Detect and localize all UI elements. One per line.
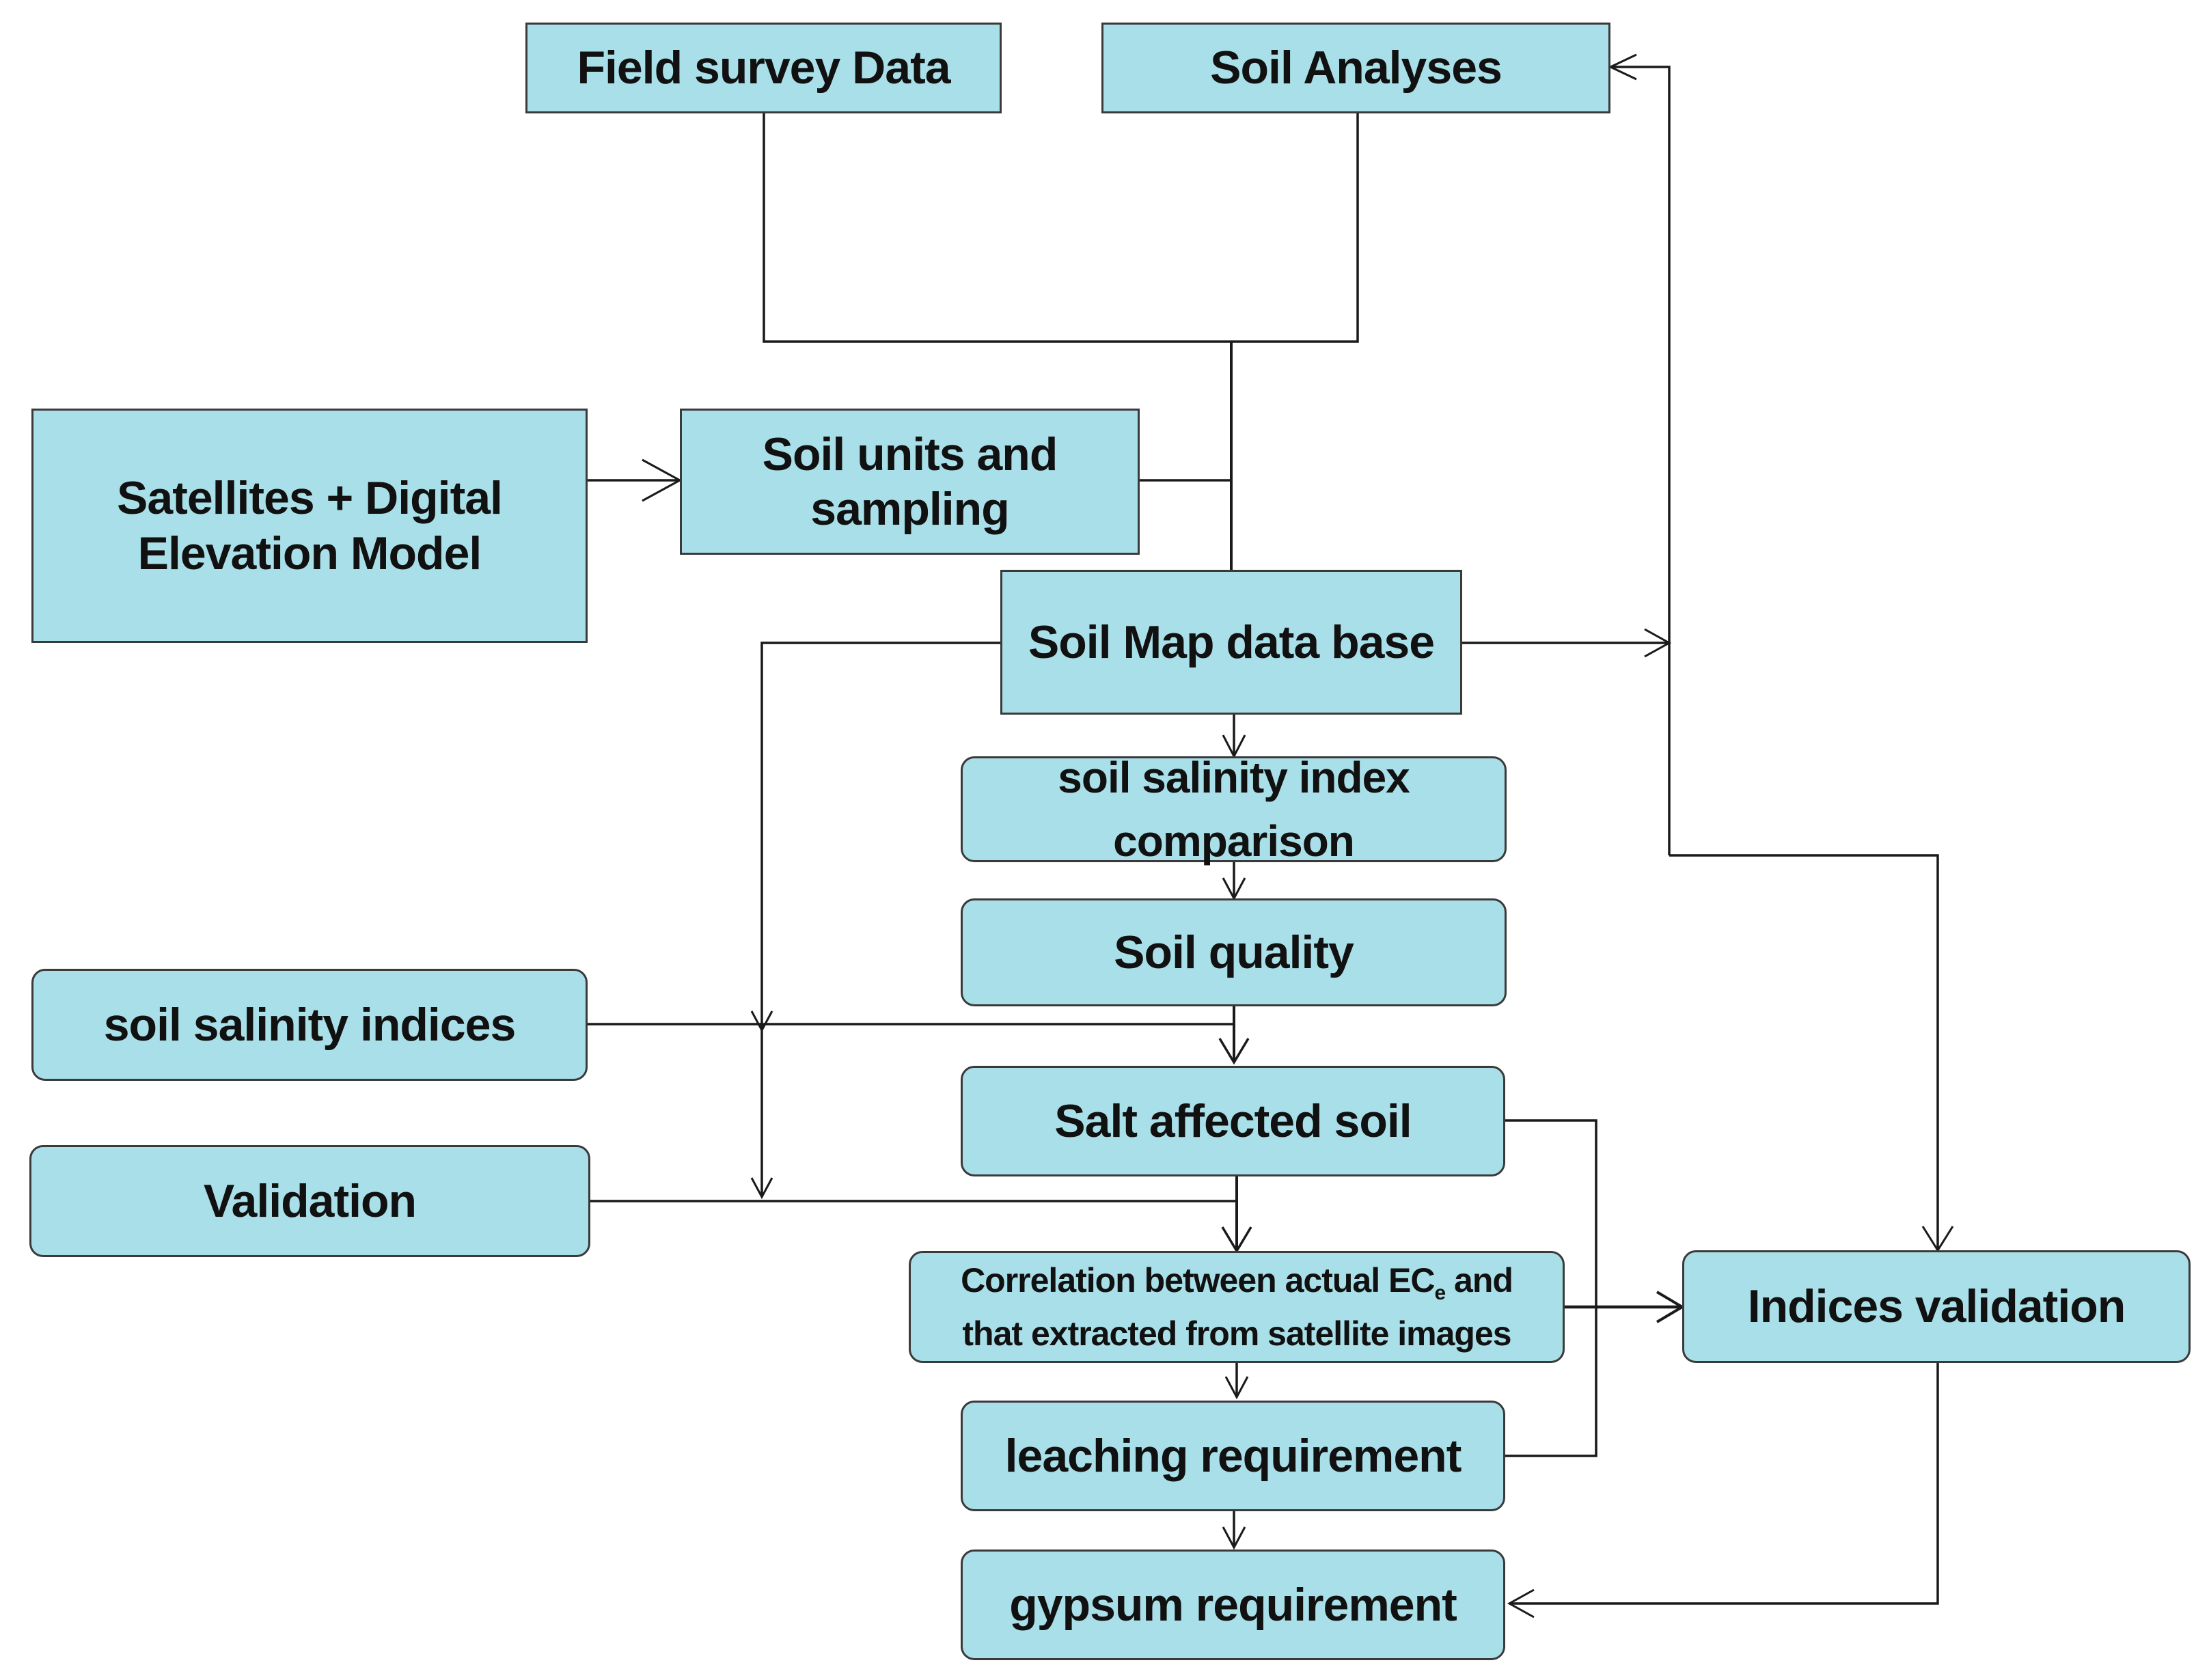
salinity-index-comparison-label-line1: soil salinity index (1058, 752, 1410, 802)
soil-map-database-label: Soil Map data base (1028, 616, 1435, 668)
connector-field-survey (763, 113, 1231, 343)
correlation-label-line1-subscript: e (1434, 1281, 1446, 1304)
soil-analyses-label: Soil Analyses (1210, 42, 1503, 94)
soil-units-sampling-label-line1: Soil units and (762, 428, 1058, 480)
validation-label: Validation (203, 1174, 417, 1227)
leaching-requirement-box: leaching requirement (961, 1401, 1505, 1511)
indices-validation-box: Indices validation (1682, 1250, 2191, 1363)
soil-map-database-box: Soil Map data base (1000, 570, 1462, 715)
validation-box: Validation (29, 1145, 590, 1257)
soil-analyses-box: Soil Analyses (1101, 23, 1610, 113)
gypsum-requirement-label: gypsum requirement (1009, 1578, 1457, 1631)
correlation-box: Correlation between actual ECe and that … (909, 1251, 1565, 1363)
correlation-label-line2: that extracted from satellite images (962, 1314, 1511, 1353)
correlation-label-line1-main: Correlation between actual EC (961, 1261, 1435, 1299)
soil-salinity-indices-box: soil salinity indices (31, 969, 588, 1081)
soil-quality-label: Soil quality (1114, 926, 1354, 978)
gypsum-requirement-box: gypsum requirement (961, 1550, 1505, 1660)
soil-salinity-indices-label: soil salinity indices (103, 998, 517, 1051)
connector-indices-validation-to-gypsum (1509, 1363, 1939, 1605)
soil-units-sampling-label-line2: sampling (810, 483, 1009, 535)
leaching-requirement-label: leaching requirement (1004, 1429, 1462, 1482)
soil-quality-box: Soil quality (961, 898, 1507, 1006)
field-survey-data-box: Field survey Data (525, 23, 1002, 113)
connector-salt-leaching-loop (1505, 1119, 1597, 1457)
satellites-dem-label-line2: Elevation Model (137, 527, 482, 579)
connector-loop-down (1669, 854, 1939, 1250)
connector-soil-map-left (760, 642, 1000, 1197)
satellites-dem-box: Satellites + Digital Elevation Model (31, 409, 588, 643)
satellites-dem-label-line1: Satellites + Digital (117, 472, 503, 525)
correlation-label-line1-end: and (1445, 1261, 1513, 1299)
connector-soil-analyses (1231, 113, 1359, 343)
connector-loop-up (1610, 66, 1671, 855)
salinity-index-comparison-box: soil salinity index comparison (961, 753, 1507, 866)
salt-affected-soil-box: Salt affected soil (961, 1066, 1505, 1176)
field-survey-data-label: Field survey Data (577, 42, 950, 94)
correlation-label-line1: Correlation between actual ECe and (961, 1255, 1513, 1308)
indices-validation-label: Indices validation (1747, 1280, 2126, 1333)
salt-affected-soil-label: Salt affected soil (1054, 1094, 1412, 1147)
salinity-index-comparison-label-line2: comparison (1113, 816, 1355, 866)
soil-units-sampling-box: Soil units and sampling (680, 409, 1140, 555)
